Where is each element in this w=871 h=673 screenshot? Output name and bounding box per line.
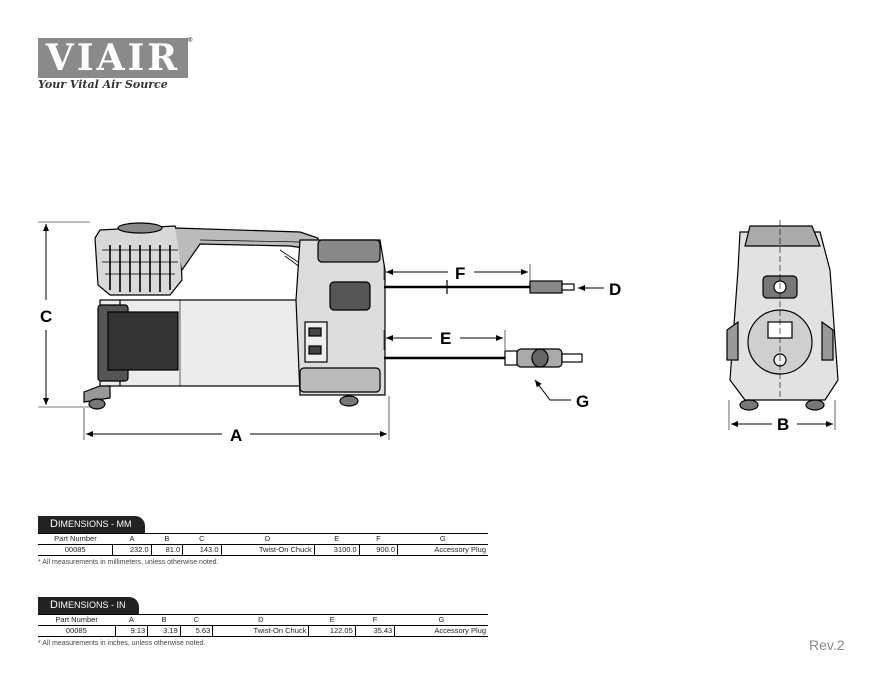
dim-label-e: E (440, 329, 451, 348)
dimensions-mm-table: DIMENSIONS - MM Part Number A B C D E F … (38, 514, 488, 566)
dimensions-table: Part Number A B C D E F G 00085 232.0 81… (38, 533, 488, 556)
table-cell: 3100.0 (313, 544, 360, 556)
column-header: A (115, 614, 148, 626)
dim-label-b: B (777, 415, 789, 434)
column-header: E (308, 614, 356, 626)
dim-label-c: C (40, 307, 52, 326)
column-header: B (147, 614, 181, 626)
column-header: B (151, 533, 183, 545)
table-cell: 81.0 (150, 544, 183, 556)
table-cell: 3.19 (147, 625, 181, 637)
logo-box: VIAIR (38, 38, 188, 78)
dimension-lines (38, 221, 836, 440)
column-header: Part Number (38, 614, 116, 626)
table-header-row: Part Number A B C D E F G (38, 533, 488, 545)
dim-label-f: F (455, 264, 465, 283)
logo-text: VIAIR (45, 37, 181, 79)
table-cell: 35.43 (354, 625, 395, 637)
table-cell: 9.13 (114, 625, 148, 637)
table-cell: 900.0 (358, 544, 398, 556)
table-cell: 00085 (38, 544, 113, 556)
table-note: * All measurements in millimeters, unles… (38, 559, 219, 566)
table-cell: 143.0 (182, 544, 221, 556)
column-header: F (355, 614, 395, 626)
dimensions-table: Part Number A B C D E F G 00085 9.13 3.1… (38, 614, 488, 637)
revision-label: Rev.2 (809, 637, 845, 653)
column-header: F (359, 533, 398, 545)
compressor-side-view (83, 222, 583, 410)
table-row: 00085 9.13 3.19 5.63 Twist-On Chuck 122.… (38, 625, 488, 637)
table-cell: 5.63 (179, 625, 213, 637)
column-header: D (221, 533, 315, 545)
table-cell: 00085 (38, 625, 116, 637)
column-header: C (182, 533, 221, 545)
dim-label-d: D (609, 280, 621, 299)
table-title-mm: DIMENSIONS - MM (38, 516, 146, 533)
logo-tagline: Your Vital Air Source (38, 78, 168, 91)
table-cell: Accessory Plug (397, 544, 488, 556)
registered-mark: ® (188, 38, 193, 44)
column-header: G (394, 614, 488, 626)
column-header: D (212, 614, 309, 626)
column-header: E (314, 533, 360, 545)
table-note: * All measurements in inches, unless oth… (38, 640, 206, 647)
viair-logo: VIAIR ® Your Vital Air Source (38, 38, 198, 93)
table-row: 00085 232.0 81.0 143.0 Twist-On Chuck 31… (38, 544, 488, 556)
dimensions-in-table: DIMENSIONS - IN Part Number A B C D E F … (38, 595, 488, 647)
column-header: G (397, 533, 488, 545)
dim-label-a: A (230, 426, 242, 445)
table-cell: Twist-On Chuck (212, 625, 309, 637)
table-cell: 122.05 (308, 625, 356, 637)
table-cell: 232.0 (112, 544, 152, 556)
table-title-in: DIMENSIONS - IN (38, 597, 140, 614)
column-header: C (180, 614, 213, 626)
table-cell: Twist-On Chuck (220, 544, 315, 556)
table-header-row: Part Number A B C D E F G (38, 614, 488, 626)
compressor-end-view (726, 220, 839, 411)
dim-label-g: G (576, 392, 589, 411)
table-cell: Accessory Plug (394, 625, 488, 637)
column-header: Part Number (38, 533, 113, 545)
column-header: A (112, 533, 152, 545)
